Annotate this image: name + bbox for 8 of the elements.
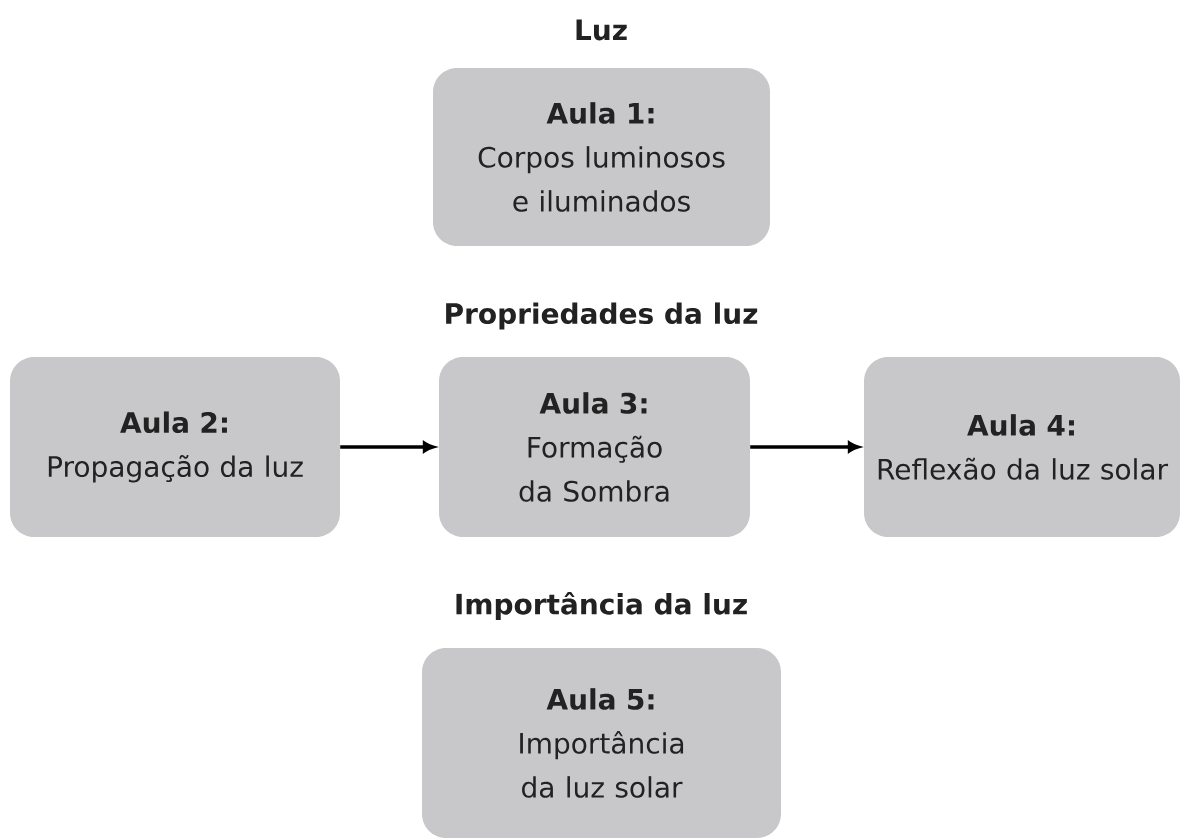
section-heading: Luz: [576, 19, 627, 41]
section-heading: Importância da luz: [456, 591, 747, 621]
lesson-box: Aula 3: Formação da Sombra: [439, 357, 750, 537]
section-heading: Propriedades da luz: [446, 302, 758, 330]
lesson-box: Aula 2: Propagação da luz: [10, 357, 340, 537]
lesson-box: Aula 5: Importância da luz solar: [422, 648, 781, 838]
lesson-box: Aula 4: Reflexão da luz solar: [864, 357, 1180, 537]
lesson-box: Aula 1: Corpos luminosos e iluminados: [433, 68, 770, 246]
